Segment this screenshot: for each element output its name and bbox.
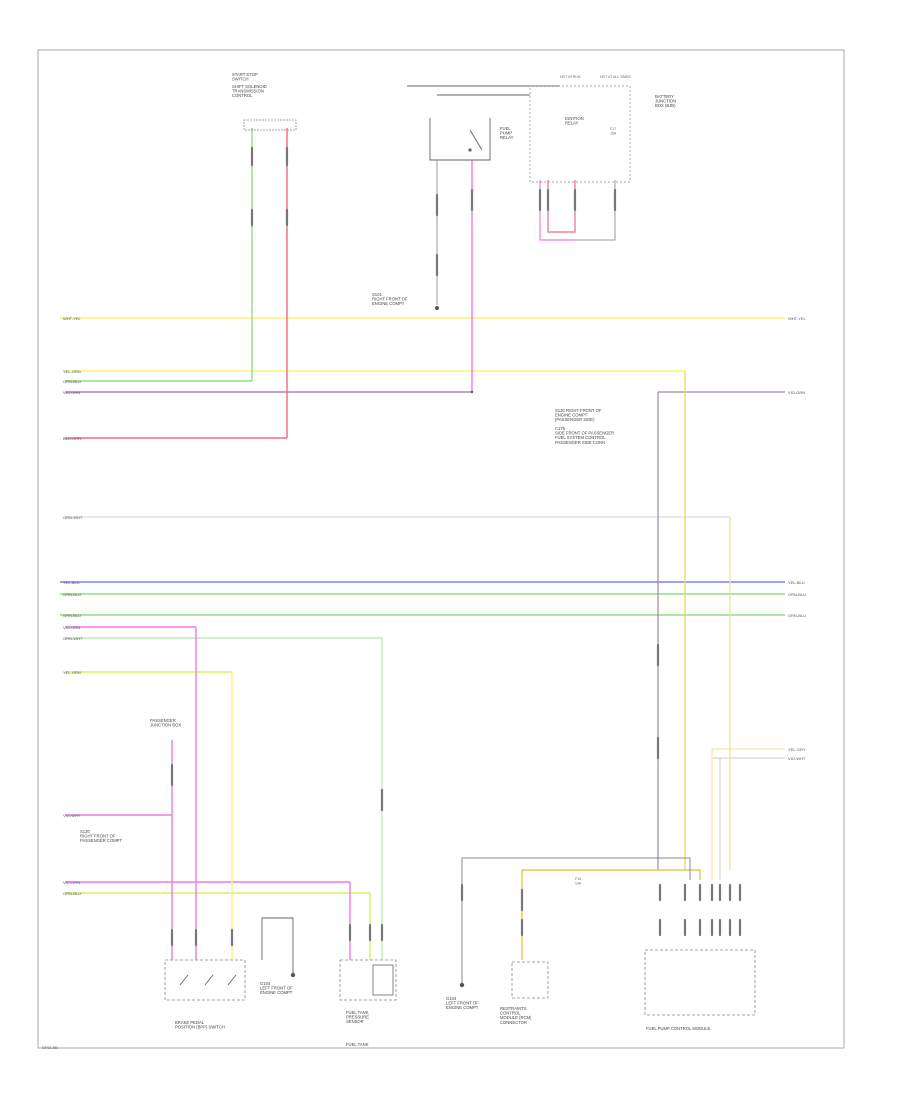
label-fuel-tank: FUEL TANK — [346, 1042, 369, 1047]
label-vio-wht-left: VIO-WHT — [63, 813, 81, 818]
fuel-pump-control-module — [644, 949, 756, 1016]
label-grn-blu-left: GRN-BLU — [63, 379, 81, 384]
connector-marks — [170, 146, 742, 947]
label-vio-grn-right: VIO-GRN — [788, 390, 805, 395]
label-yel-gry-right: YEL-GRY — [788, 747, 806, 752]
label-wht-yel-left: WHT-YEL — [63, 316, 82, 321]
footer-code: SF01-0B — [42, 1045, 58, 1050]
right-wire-labels: WHT-YEL VIO-GRN YEL-BLU GRN-BLU GRN-BLU … — [788, 316, 807, 761]
diagram-border — [37, 49, 845, 1049]
wire-bjb-red — [547, 180, 576, 233]
battery-junction-box — [529, 85, 631, 183]
label-fuel-pump-control: FUEL PUMP CONTROL MODULE — [646, 1026, 711, 1031]
label-yel-grn-left: YEL-GRN — [63, 369, 81, 374]
label-vio-wht-right: VIO-WHT — [788, 756, 806, 761]
label-grn-blu4-left: GRN-BLU — [63, 891, 81, 896]
wire-orange-restraints — [521, 869, 701, 960]
label-vio-grn2-left: VIO-GRN — [63, 625, 80, 630]
left-wire-labels: WHT-YEL YEL-GRN GRN-BLU VIO-GRN BLU-GRN … — [63, 316, 83, 896]
label-vio-grn3-left: VIO-GRN — [63, 880, 80, 885]
label-wht-yel-right: WHT-YEL — [788, 316, 807, 321]
shift-solenoid — [243, 119, 297, 131]
label-grn-blu2-right: GRN-BLU — [788, 613, 806, 618]
label-yel-grn2-left: YEL-GRN — [63, 670, 81, 675]
bpp-switch — [164, 959, 246, 1001]
fuel-pump-relay — [407, 85, 560, 161]
restraints-module — [511, 961, 549, 999]
label-hot-run: HOT IN RUN — [560, 75, 581, 79]
header-labels: HOT IN RUN HOT AT ALL TIMES — [560, 75, 631, 79]
label-yel-blu-right: YEL-BLU — [788, 580, 805, 585]
label-vio-grn-left: VIO-GRN — [63, 390, 80, 395]
label-yel-blu-left: YEL-BLU — [63, 580, 80, 585]
fuel-tank-sensor — [339, 959, 397, 1001]
wire-gray-ground — [461, 857, 691, 985]
label-grn-blu3-left: GRN-BLU — [63, 613, 81, 618]
label-blu-grn-left: BLU-GRN — [63, 436, 81, 441]
wire-bjb-pink — [539, 180, 575, 241]
bpp-ground-path — [261, 917, 294, 975]
wire-bjb-gray — [575, 180, 616, 241]
label-grn-wht-left: GRN-WHT — [63, 515, 83, 520]
label-hot-start: HOT AT ALL TIMES — [600, 75, 631, 79]
label-grn-blu2-left: GRN-BLU — [63, 592, 81, 597]
label-grn-wht2-left: GRN-WHT — [63, 636, 83, 641]
label-grn-blu-right: GRN-BLU — [788, 592, 806, 597]
